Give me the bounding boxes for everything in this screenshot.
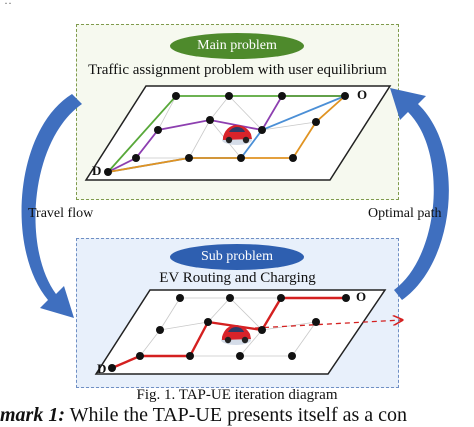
sub-origin-label: O	[356, 289, 367, 304]
main-destination-label: D	[92, 163, 102, 178]
main-path-orange	[107, 95, 346, 173]
sub-network	[94, 289, 402, 375]
travel-flow-arrow	[21, 94, 82, 318]
remark-keyword: mark 1:	[0, 404, 65, 426]
sub-network-nodes	[108, 294, 350, 372]
sub-destination-label: D	[97, 361, 107, 376]
main-problem-title: Traffic assignment problem with user equ…	[88, 62, 387, 78]
main-problem-pill: Main problem	[170, 33, 304, 59]
main-network	[84, 85, 392, 181]
main-origin-label: O	[357, 87, 368, 102]
optimal-path-label: Optimal path	[368, 206, 442, 221]
main-car-icon	[222, 125, 252, 145]
optimal-path-arrow	[390, 88, 449, 300]
sub-car-icon	[221, 325, 251, 345]
remark-text: While the TAP-UE presents itself as a co…	[65, 404, 408, 426]
main-network-nodes	[104, 92, 349, 176]
sub-problem-title: EV Routing and Charging	[159, 270, 316, 286]
sub-dashed-arrow	[254, 320, 402, 329]
remark-line: mark 1: While the TAP-UE presents itself…	[0, 404, 474, 427]
travel-flow-label: Travel flow	[28, 206, 94, 221]
main-path-green	[107, 95, 345, 173]
sub-problem-pill: Sub problem	[170, 244, 304, 270]
top-mark: ··	[4, 0, 12, 10]
figure-caption: Fig. 1. TAP-UE iteration diagram	[136, 387, 338, 403]
